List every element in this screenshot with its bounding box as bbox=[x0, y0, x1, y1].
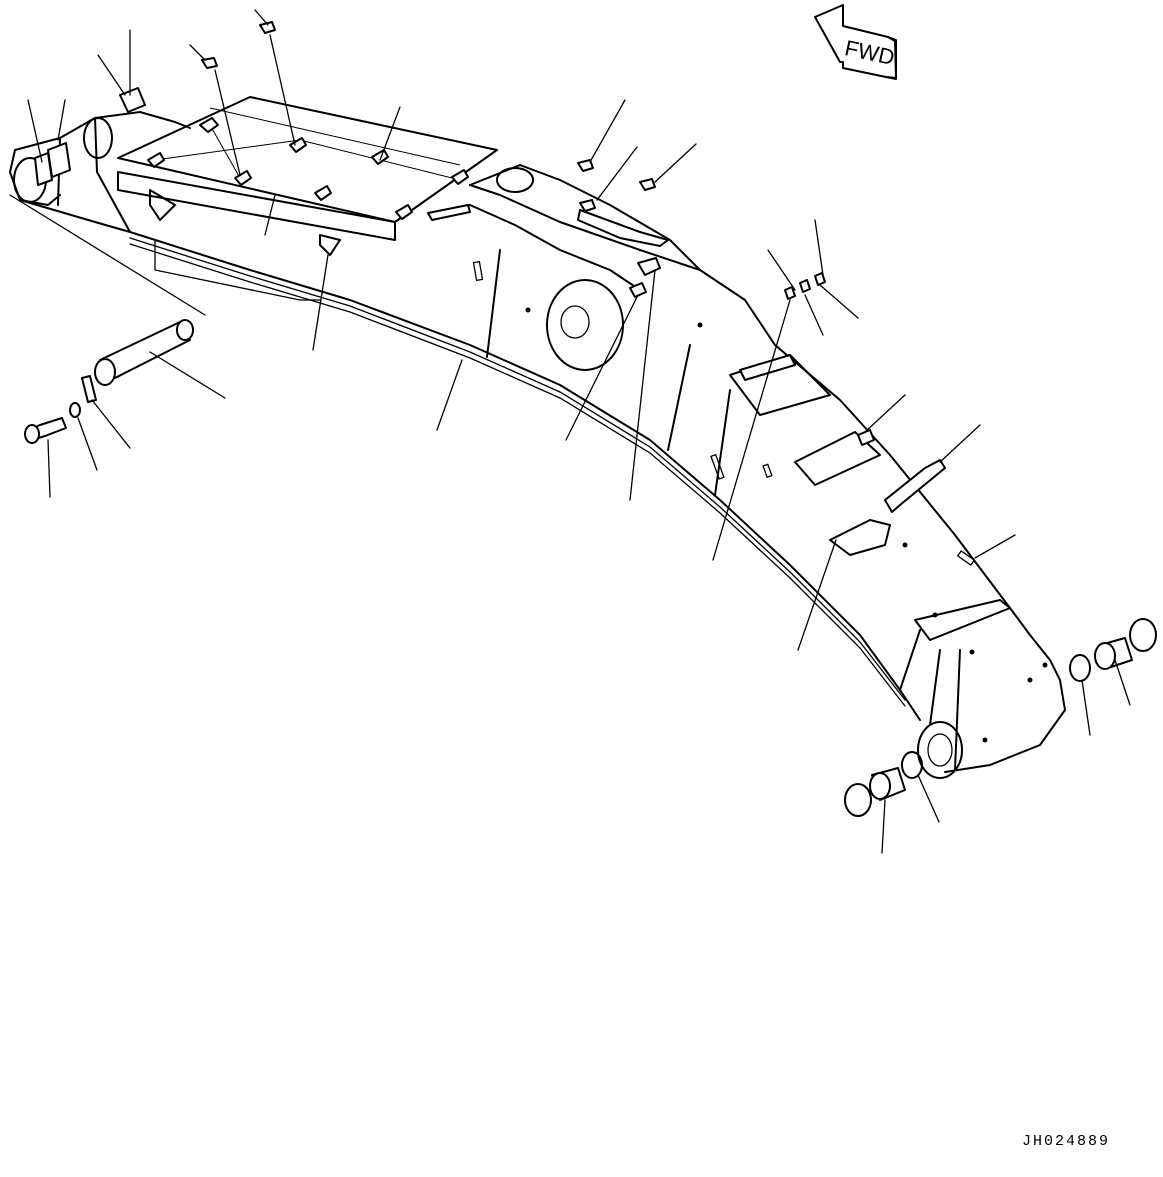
brackets bbox=[427, 204, 946, 556]
clamps bbox=[34, 21, 875, 446]
boom-body bbox=[9, 111, 1066, 779]
cover-plate-assembly bbox=[117, 96, 498, 301]
forward-direction-marker: FWD bbox=[814, 4, 897, 80]
drawing-code: JH024889 bbox=[1022, 1133, 1110, 1150]
foot-pin-set bbox=[24, 319, 194, 444]
leader-lines bbox=[9, 9, 1131, 854]
bushing-set bbox=[844, 618, 1157, 817]
